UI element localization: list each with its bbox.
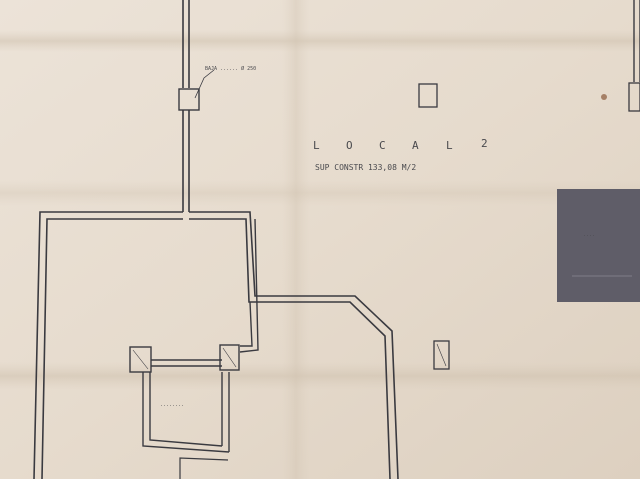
- right-edge-pipe: [633, 0, 640, 82]
- paper-fold-middle: [0, 180, 640, 206]
- symbol-box-right: [433, 340, 450, 370]
- paper-fold-vertical: [282, 0, 310, 479]
- dark-hatched-block: [557, 189, 640, 302]
- pipe-note-leader: [194, 69, 215, 99]
- surface-label: SUP CONSTR 133,08 M/2: [315, 163, 416, 172]
- pipe-junction-box: [178, 88, 200, 111]
- symbol-box-top: [418, 83, 438, 108]
- vertical-pipe: [182, 0, 190, 212]
- outer-walls: [33, 211, 399, 479]
- symbol-box-right-diagonal: [436, 343, 447, 367]
- dark-block-label: ....: [583, 232, 595, 238]
- paper-fold-top: [0, 30, 640, 52]
- door-swing: [179, 457, 229, 479]
- title-letter: O: [346, 139, 353, 152]
- ink-dot: [601, 94, 607, 100]
- room-label: ........: [160, 402, 184, 408]
- column-right: [219, 344, 240, 371]
- title-letter: 2: [481, 137, 488, 150]
- inner-partition: [142, 218, 259, 453]
- title-letter: C: [379, 139, 386, 152]
- title-letter: A: [412, 139, 419, 152]
- pipe-note: BAJA ...... Ø 250: [205, 65, 256, 72]
- right-edge-box: [628, 82, 640, 112]
- title-letter: L: [313, 139, 320, 152]
- column-right-diagonal: [222, 347, 237, 368]
- column-left: [129, 346, 152, 373]
- paper-fold-lower: [0, 362, 640, 390]
- title-letter: L: [446, 139, 453, 152]
- column-left-diagonal: [132, 349, 149, 370]
- plan-title: L O C A L 2: [313, 137, 488, 152]
